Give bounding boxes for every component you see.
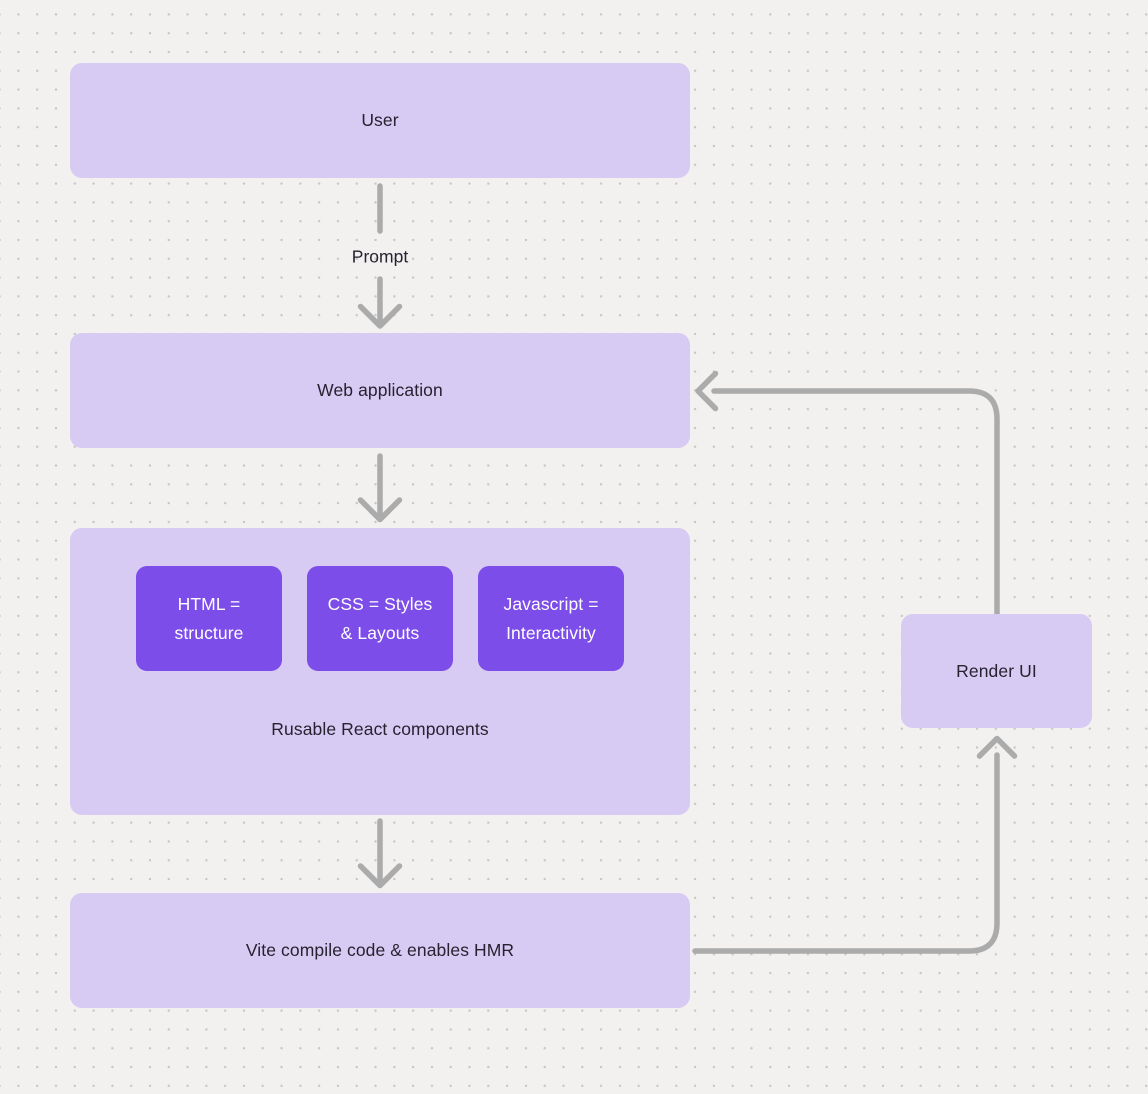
arrowhead-up-icon bbox=[976, 735, 1018, 759]
node-vite-label: Vite compile code & enables HMR bbox=[245, 940, 515, 960]
node-components-group[interactable]: HTML = structure CSS = Styles & Layouts … bbox=[70, 528, 690, 815]
edge-label-prompt: Prompt bbox=[351, 246, 409, 267]
chip-html[interactable]: HTML = structure bbox=[136, 566, 282, 671]
arrow-vite-to-render bbox=[692, 735, 1018, 954]
node-vite[interactable]: Vite compile code & enables HMR bbox=[70, 893, 690, 1008]
chip-css-line1: CSS = Styles bbox=[327, 593, 433, 614]
arrow-webapp-to-group bbox=[357, 453, 403, 523]
node-web-application[interactable]: Web application bbox=[70, 333, 690, 448]
arrow-group-to-vite bbox=[357, 818, 403, 889]
chip-javascript-line2: Interactivity bbox=[506, 622, 596, 643]
arrow-render-to-webapp bbox=[695, 370, 1000, 617]
chip-javascript[interactable]: Javascript = Interactivity bbox=[478, 566, 624, 671]
node-components-group-label: Rusable React components bbox=[271, 719, 489, 739]
arrowhead-down-icon bbox=[357, 303, 403, 329]
chip-html-line1: HTML = bbox=[177, 593, 241, 614]
chip-html-line2: structure bbox=[174, 622, 244, 643]
arrowhead-down-icon bbox=[357, 863, 403, 889]
node-render-ui-label: Render UI bbox=[956, 660, 1037, 681]
node-user[interactable]: User bbox=[70, 63, 690, 178]
node-render-ui[interactable]: Render UI bbox=[901, 614, 1092, 728]
arrow-line bbox=[692, 752, 1000, 954]
chip-css[interactable]: CSS = Styles & Layouts bbox=[307, 566, 453, 671]
arrow-line bbox=[711, 388, 1000, 617]
node-user-label: User bbox=[361, 110, 399, 130]
chip-css-line2: & Layouts bbox=[340, 622, 420, 643]
chip-javascript-line1: Javascript = bbox=[503, 593, 599, 614]
arrowhead-left-icon bbox=[695, 370, 719, 412]
arrowhead-down-icon bbox=[357, 497, 403, 523]
node-web-application-label: Web application bbox=[317, 380, 443, 400]
chip-row: HTML = structure CSS = Styles & Layouts … bbox=[70, 566, 690, 671]
